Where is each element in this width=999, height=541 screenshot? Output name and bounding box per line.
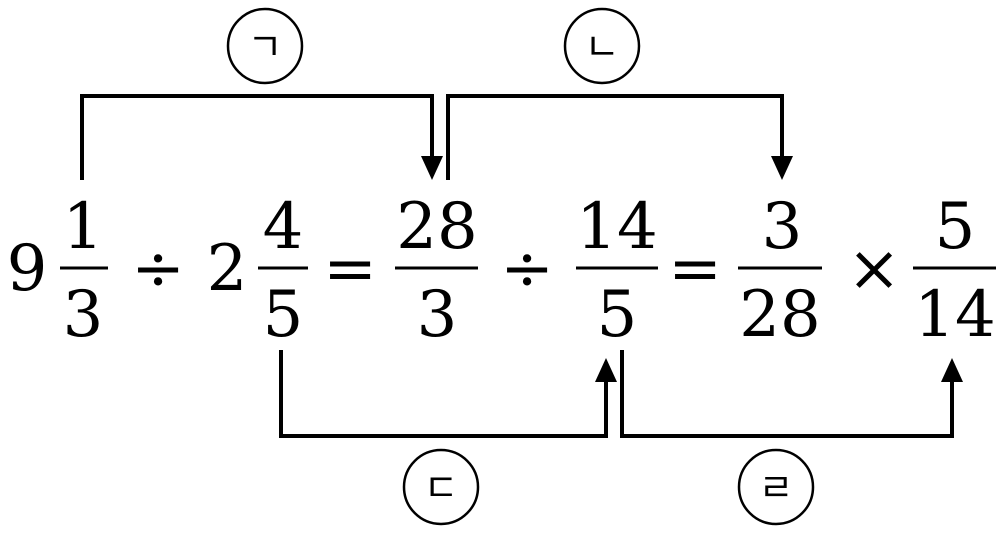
label-circle-b: ㄴ [563, 7, 641, 85]
label-a: ㄱ [248, 25, 283, 69]
arrow-step-a [80, 94, 443, 180]
mixed2-whole: 2 [207, 232, 248, 306]
frac4-numerator: 14 [576, 190, 657, 264]
frac5-numerator: 3 [762, 190, 803, 264]
mixed1-denominator: 3 [63, 278, 104, 352]
equals-sign-2: = [668, 232, 722, 306]
label-d: ㄹ [759, 466, 794, 510]
arrow-step-b [446, 94, 793, 180]
equals-sign-1: = [323, 232, 377, 306]
frac3-numerator: 28 [396, 190, 477, 264]
label-c: ㄷ [424, 466, 459, 510]
label-b: ㄴ [585, 25, 620, 69]
mixed1-numerator: 1 [63, 190, 104, 264]
multiplication-sign: × [847, 232, 901, 306]
mixed1-whole: 9 [7, 232, 48, 306]
label-circle-a: ㄱ [226, 7, 304, 85]
frac6-denominator: 14 [914, 278, 995, 352]
frac4-denominator: 5 [597, 278, 638, 352]
arrow-step-c [279, 350, 617, 438]
arrow-step-d [620, 350, 963, 438]
mixed2-denominator: 5 [263, 278, 304, 352]
division-sign-1: ÷ [131, 232, 185, 306]
mixed2-numerator: 4 [263, 190, 304, 264]
frac5-denominator: 28 [739, 278, 820, 352]
label-circle-c: ㄷ [402, 448, 480, 526]
frac3-denominator: 3 [417, 278, 458, 352]
label-circle-d: ㄹ [737, 448, 815, 526]
frac6-numerator: 5 [935, 190, 976, 264]
division-sign-2: ÷ [500, 232, 554, 306]
